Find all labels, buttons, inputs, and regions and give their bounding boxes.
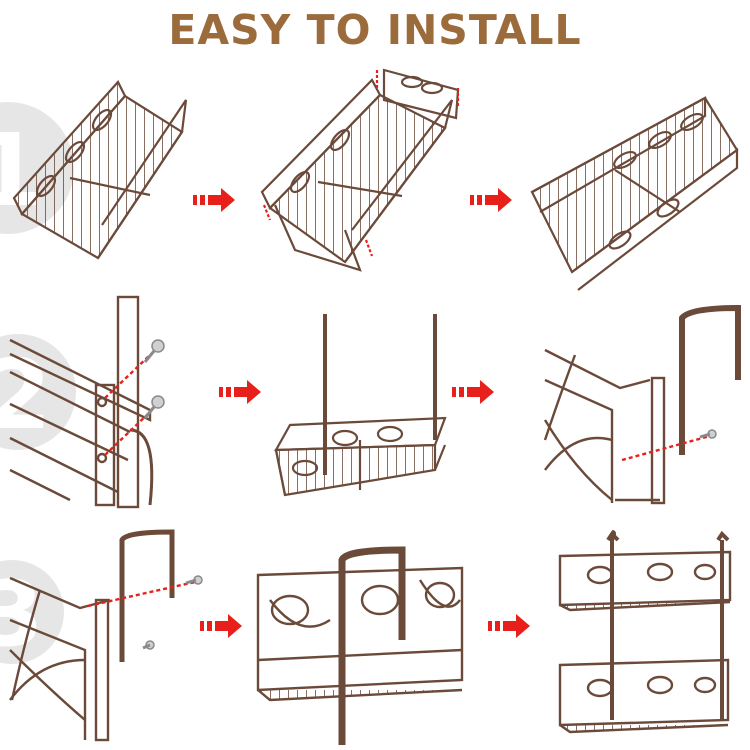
- step-2-badge: 2: [0, 334, 76, 451]
- panel-fold-out-basket: [12, 80, 188, 260]
- arrow-right-icon: [452, 380, 494, 404]
- arrow-right-icon: [219, 380, 261, 404]
- arrow-right-icon: [488, 614, 530, 638]
- arrow-right-icon: [470, 188, 512, 212]
- arrow-right-icon: [193, 188, 235, 212]
- panel-unfold-sides: [260, 68, 460, 272]
- page-title: EASY TO INSTALL: [168, 6, 582, 54]
- step-3-badge: 3: [0, 560, 64, 667]
- panel-bolt-hook: [9, 529, 203, 742]
- panel-hanging-basket: [274, 314, 447, 497]
- panel-attach-hook: [543, 304, 741, 505]
- bolt-icon: [143, 339, 165, 419]
- panel-attach-rods: [9, 295, 165, 509]
- screw-icon: [142, 575, 203, 650]
- panel-two-tier-rack: [558, 530, 732, 734]
- svg-text:3: 3: [0, 562, 43, 667]
- screw-icon: [699, 429, 717, 439]
- panel-hook-over-rail: [256, 546, 464, 745]
- panel-assembled-basket: [530, 96, 739, 291]
- arrow-right-icon: [200, 614, 242, 638]
